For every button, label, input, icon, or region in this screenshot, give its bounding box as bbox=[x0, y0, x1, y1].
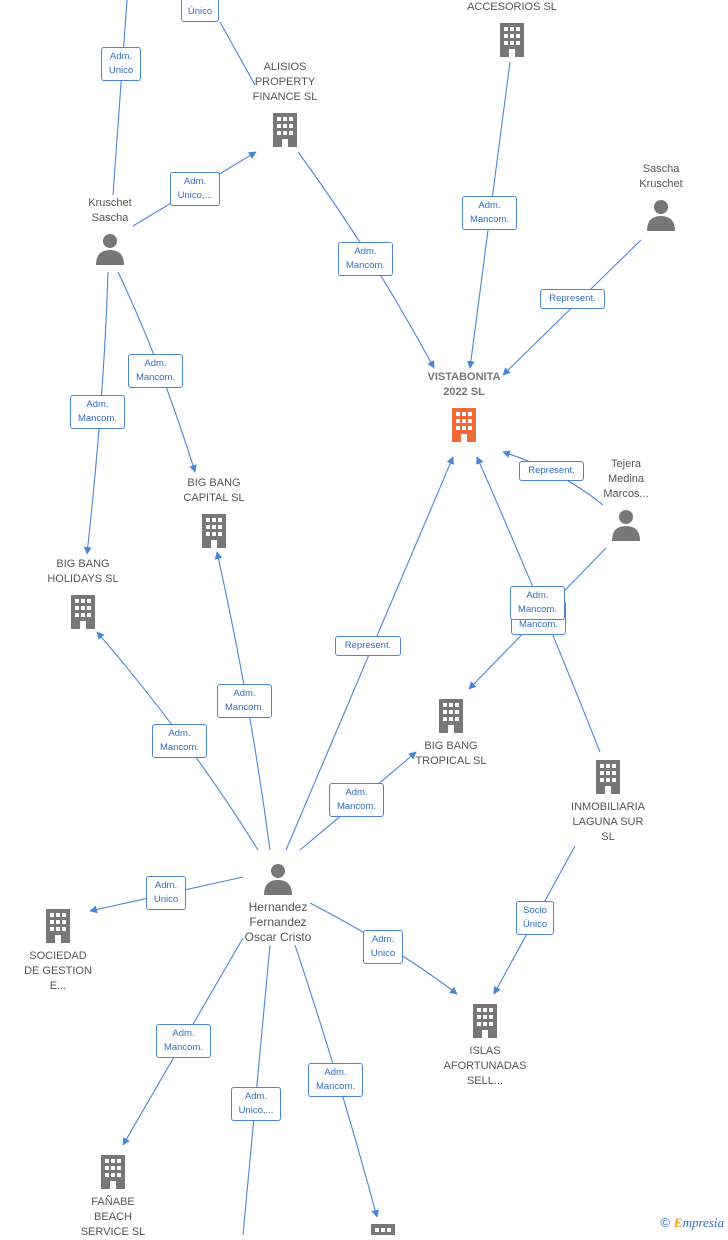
relation-label[interactable]: Adm. Mancom. bbox=[128, 354, 183, 388]
node-label: FAÑABE BEACH SERVICE SL bbox=[80, 1196, 146, 1238]
relation-label[interactable]: Adm. Mancom. bbox=[308, 1063, 363, 1097]
building-icon bbox=[101, 1155, 125, 1189]
relation-label[interactable]: Adm. Mancom. bbox=[462, 196, 517, 230]
building-icon bbox=[202, 514, 226, 548]
node-label: Hernandez Fernandez Oscar Cristo bbox=[244, 900, 312, 944]
relation-label[interactable]: Adm. Mancom. bbox=[338, 242, 393, 276]
relation-label[interactable]: Adm. Mancom. bbox=[329, 783, 384, 817]
node-label: INMOBILIARIA LAGUNA SUR SL bbox=[571, 801, 645, 843]
relation-label[interactable]: Adm. Unico bbox=[146, 876, 186, 910]
node-tejera[interactable]: Tejera Medina Marcos... bbox=[586, 457, 666, 542]
node-bottom-company[interactable] bbox=[358, 1222, 408, 1235]
building-icon bbox=[473, 1004, 497, 1038]
node-label: BIG BANG HOLIDAYS SL bbox=[47, 558, 119, 585]
relation-label[interactable]: Represent. bbox=[519, 461, 584, 481]
node-label: Kruschet Sascha bbox=[88, 197, 132, 224]
node-label: ALISIOS PROPERTY FINANCE SL bbox=[252, 61, 318, 103]
node-accesorios[interactable]: ACCESORIOS SL bbox=[456, 0, 568, 59]
relation-label[interactable]: Adm. Mancom. bbox=[217, 684, 272, 718]
person-icon bbox=[96, 234, 124, 265]
copyright-symbol: © bbox=[660, 1215, 670, 1230]
node-inmobiliaria[interactable]: INMOBILIARIA LAGUNA SUR SL bbox=[558, 758, 658, 845]
node-vistabonita[interactable]: VISTABONITA 2022 SL bbox=[413, 370, 515, 444]
relation-label[interactable]: Adm. Mancom. bbox=[156, 1024, 211, 1058]
node-label: Tejera Medina Marcos... bbox=[603, 458, 649, 500]
node-sascha-kruschet[interactable]: Sascha Kruschet bbox=[621, 162, 701, 232]
relation-label[interactable]: Adm. Unico bbox=[363, 930, 403, 964]
relation-label[interactable]: Adm. Mancom. bbox=[70, 395, 125, 429]
building-icon bbox=[46, 909, 70, 943]
relation-label[interactable]: Adm. Mancom. bbox=[510, 586, 565, 620]
node-alisios[interactable]: ALISIOS PROPERTY FINANCE SL bbox=[235, 60, 335, 149]
node-sociedad[interactable]: SOCIEDAD DE GESTION E... bbox=[12, 907, 104, 994]
node-bigbang-holidays[interactable]: BIG BANG HOLIDAYS SL bbox=[35, 557, 131, 631]
person-icon bbox=[612, 510, 640, 541]
relation-label[interactable]: Adm. Unico,... bbox=[231, 1087, 281, 1121]
node-islas[interactable]: ISLAS AFORTUNADAS SELL... bbox=[433, 1002, 537, 1089]
building-icon bbox=[371, 1224, 395, 1235]
relation-label[interactable]: Socio Único bbox=[516, 901, 554, 935]
node-fanabe[interactable]: FAÑABE BEACH SERVICE SL bbox=[66, 1153, 160, 1240]
node-label: VISTABONITA 2022 SL bbox=[427, 371, 501, 398]
node-label: BIG BANG CAPITAL SL bbox=[183, 477, 245, 504]
person-icon bbox=[647, 200, 675, 231]
building-icon bbox=[273, 113, 297, 147]
building-icon bbox=[596, 760, 620, 794]
edge-top-socio bbox=[219, 21, 256, 86]
relation-label[interactable]: Adm. Unico bbox=[101, 47, 141, 81]
relation-label[interactable]: Represent. bbox=[335, 636, 401, 656]
brand-name: mpresia bbox=[682, 1215, 724, 1230]
person-icon bbox=[264, 864, 292, 895]
building-icon bbox=[71, 595, 95, 629]
node-label: SOCIEDAD DE GESTION E... bbox=[24, 950, 92, 992]
node-label: BIG BANG TROPICAL SL bbox=[415, 740, 487, 767]
node-label: ISLAS AFORTUNADAS SELL... bbox=[443, 1045, 527, 1087]
copyright-brand[interactable]: ©Empresia bbox=[660, 1215, 724, 1231]
node-label: ACCESORIOS SL bbox=[467, 1, 557, 13]
building-icon bbox=[452, 408, 476, 442]
node-label: Sascha Kruschet bbox=[639, 163, 683, 190]
relation-label[interactable]: Socio Único bbox=[181, 0, 219, 22]
node-hernandez[interactable]: Hernandez Fernandez Oscar Cristo bbox=[228, 862, 328, 945]
relation-label[interactable]: Adm. Unico,... bbox=[170, 172, 220, 206]
relation-label[interactable]: Adm. Mancom. bbox=[152, 724, 207, 758]
node-bigbang-capital[interactable]: BIG BANG CAPITAL SL bbox=[166, 476, 262, 550]
building-icon bbox=[500, 23, 524, 57]
node-bigbang-tropical[interactable]: BIG BANG TROPICAL SL bbox=[403, 697, 499, 769]
edge-top-adm-unico bbox=[112, 0, 128, 196]
building-icon bbox=[439, 699, 463, 733]
relation-label[interactable]: Represent. bbox=[540, 289, 605, 309]
brand-initial: E bbox=[673, 1215, 683, 1230]
node-kruschet-sascha[interactable]: Kruschet Sascha bbox=[70, 196, 150, 266]
